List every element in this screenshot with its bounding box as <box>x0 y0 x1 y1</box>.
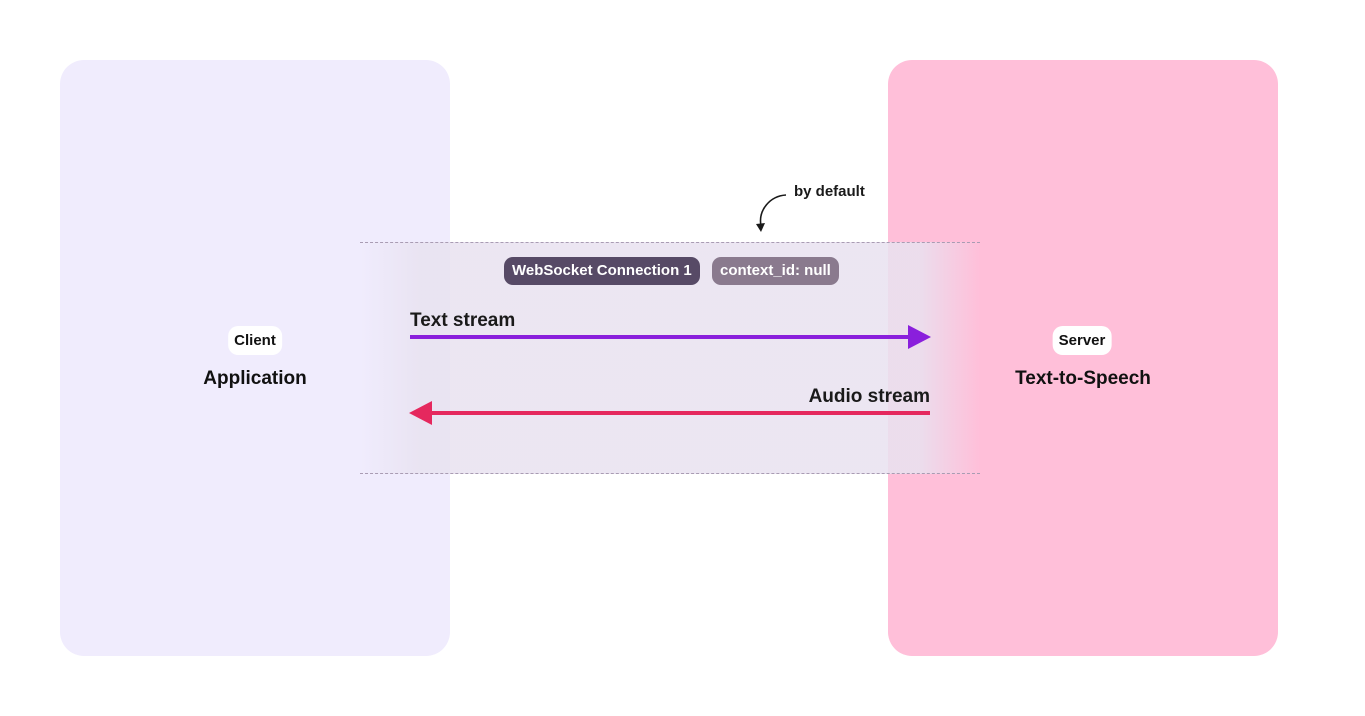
text-stream-arrow <box>410 325 931 349</box>
client-title: Application <box>203 368 307 389</box>
client-tag: Client <box>228 326 282 355</box>
text-stream-label: Text stream <box>410 310 516 331</box>
connection-bottom-border <box>360 473 980 474</box>
server-title: Text-to-Speech <box>1015 368 1151 389</box>
connection-top-border <box>360 242 980 243</box>
audio-stream-label: Audio stream <box>808 386 930 407</box>
server-tag: Server <box>1052 326 1112 355</box>
context-id-badge: context_id: null <box>712 257 839 285</box>
default-note-pointer-icon <box>756 194 787 232</box>
default-note: by default <box>794 183 865 200</box>
websocket-connection-badge: WebSocket Connection 1 <box>504 257 700 285</box>
audio-stream-arrow <box>409 401 930 425</box>
